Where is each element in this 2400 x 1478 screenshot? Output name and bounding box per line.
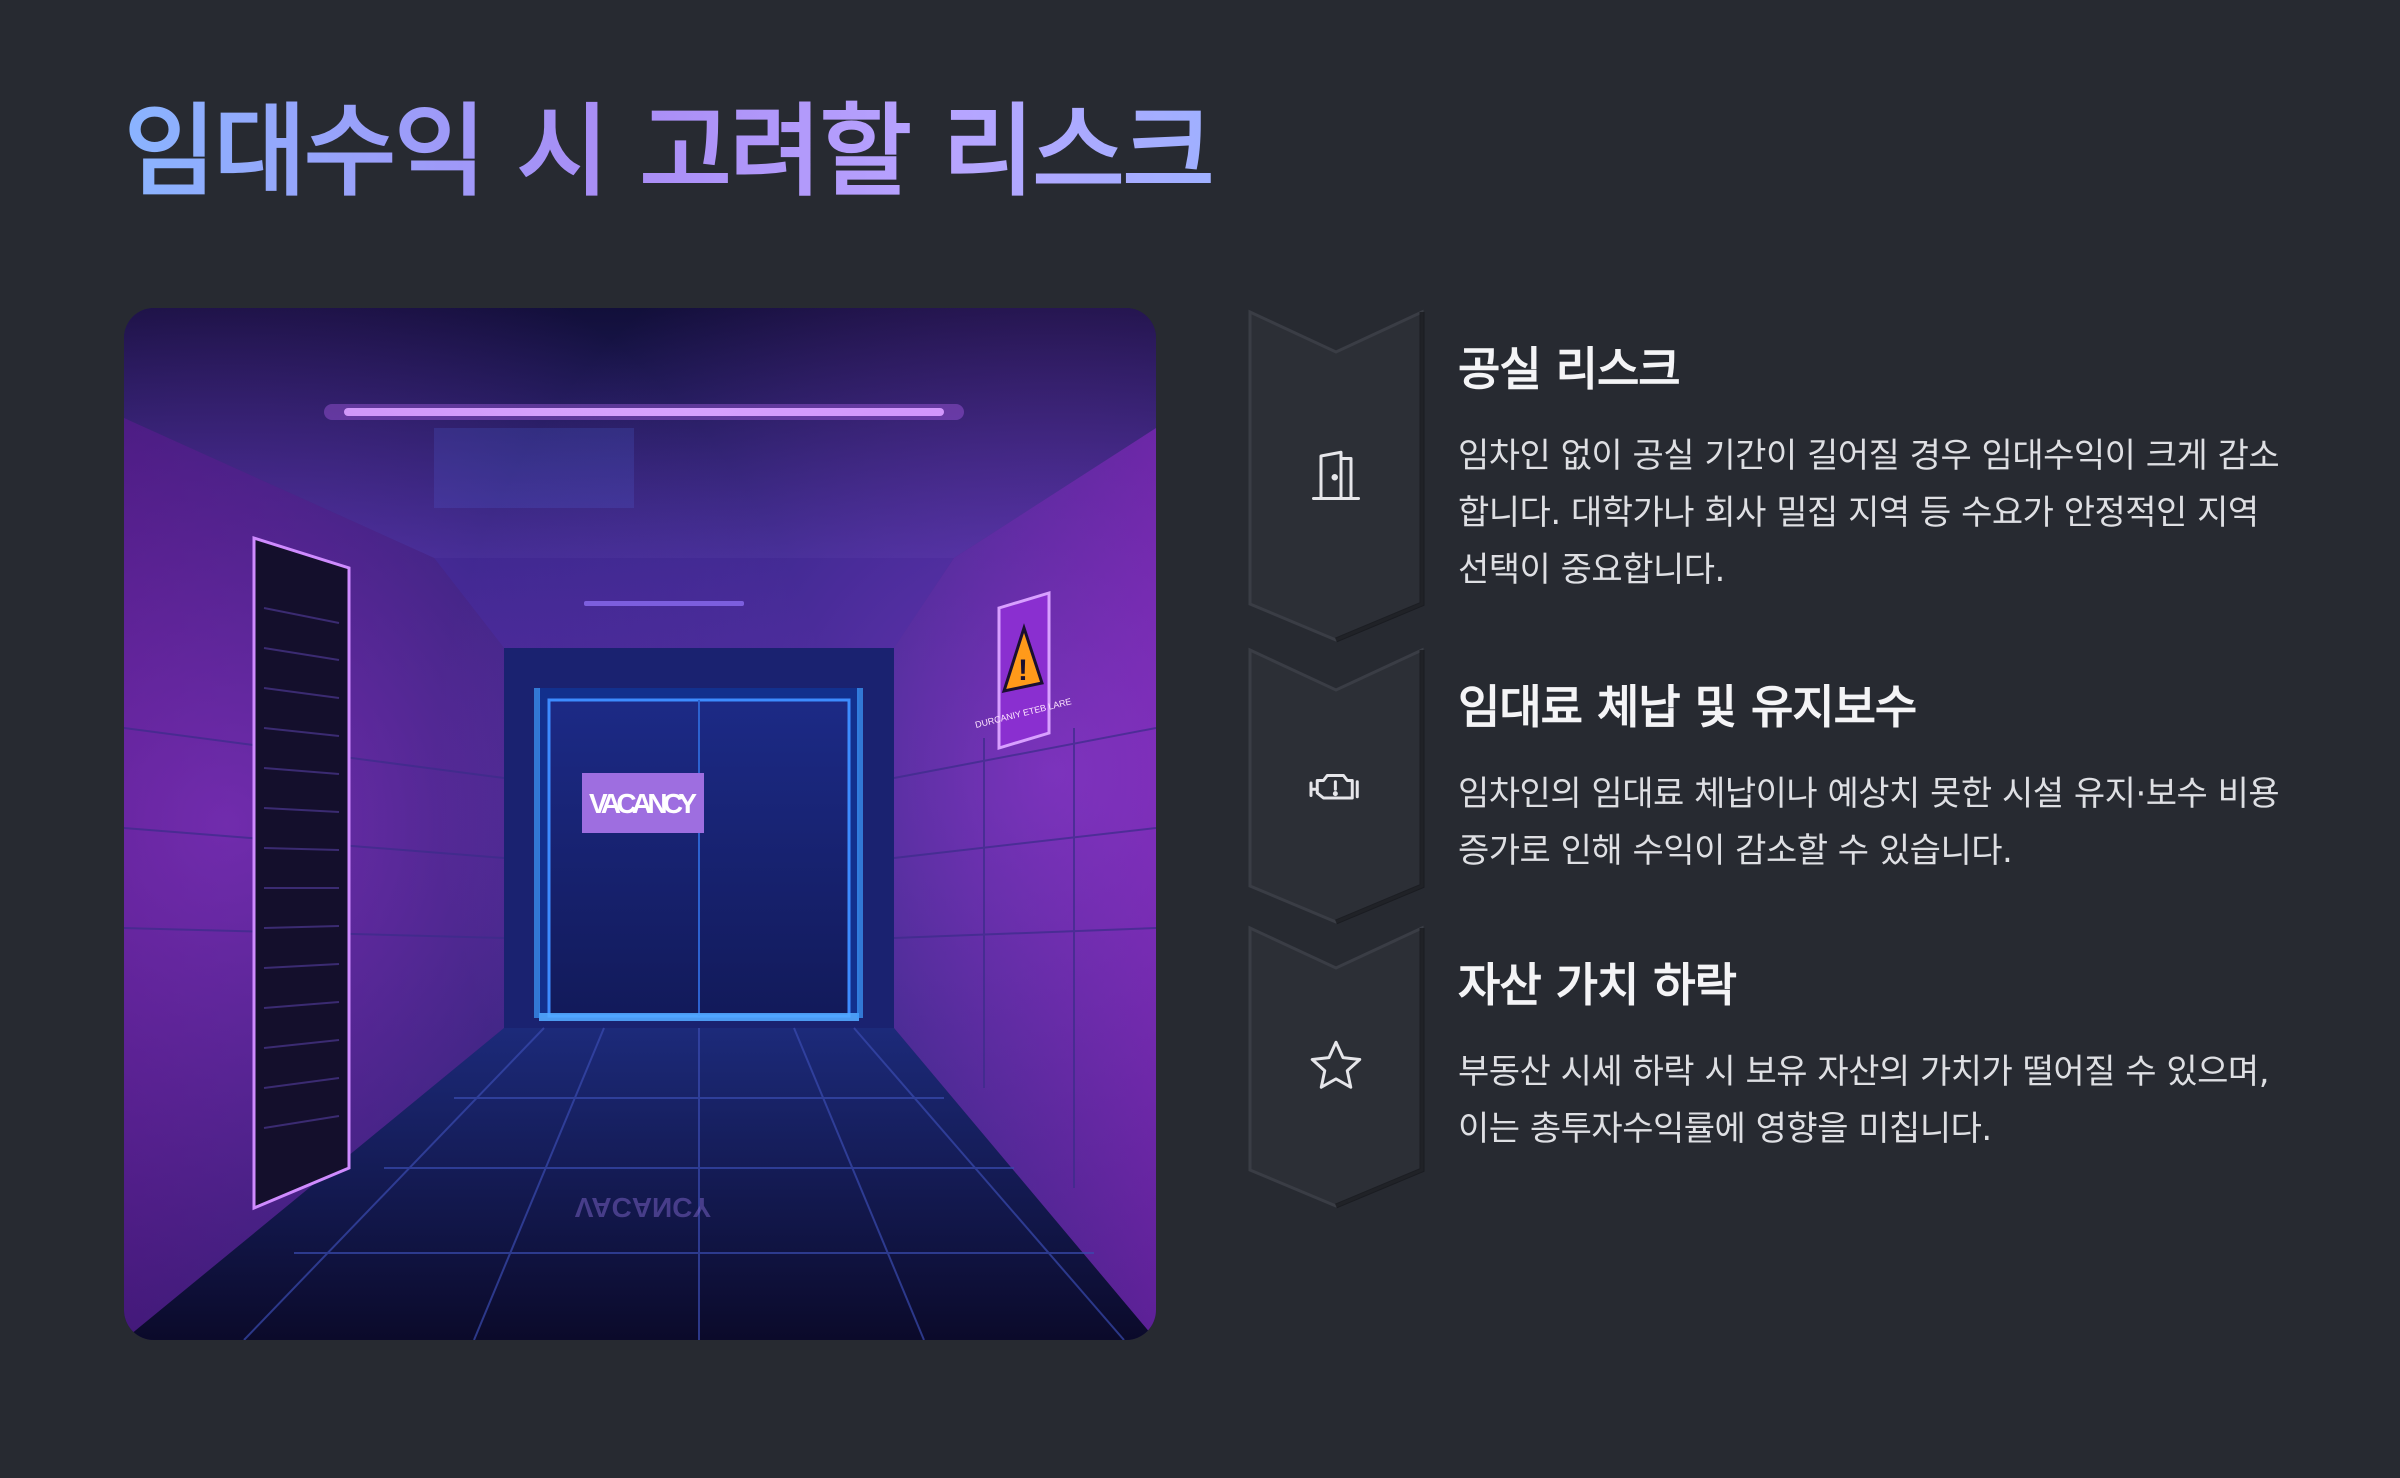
vacancy-sign-text: VACANCY [589, 788, 697, 819]
risk-title: 공실 리스크 [1458, 342, 1681, 396]
risk-title: 자산 가치 하락 [1458, 958, 1737, 1012]
risk-description: 임차인 없이 공실 기간이 길어질 경우 임대수익이 크게 감소합니다. 대학가… [1458, 435, 2280, 590]
risk-title: 임대료 체납 및 유지보수 [1458, 680, 1917, 734]
door-icon [1304, 444, 1368, 508]
vacancy-reflection-text: VACANCY [575, 1192, 712, 1223]
chevron-marker [1244, 920, 1428, 1210]
risk-list: 공실 리스크 임차인 없이 공실 기간이 길어질 경우 임대수익이 크게 감소합… [1244, 304, 2304, 1209]
engine-warning-icon [1304, 756, 1368, 820]
risk-item-asset-value-decline: 자산 가치 하락 부동산 시세 하락 시 보유 자산의 가치가 떨어질 수 있으… [1244, 920, 2304, 1210]
svg-text:!: ! [1018, 654, 1028, 687]
risk-item-vacancy: 공실 리스크 임차인 없이 공실 기간이 길어질 경우 임대수익이 크게 감소합… [1244, 304, 2304, 644]
hero-image: VACANCY VACANCY [124, 308, 1156, 1340]
page-title: 임대수익 시 고려할 리스크 [124, 93, 1214, 210]
risk-item-arrears-maintenance: 임대료 체납 및 유지보수 임차인의 임대료 체납이나 예상치 못한 시설 유지… [1244, 642, 2304, 926]
star-icon [1304, 1034, 1368, 1098]
risk-description: 부동산 시세 하락 시 보유 자산의 가치가 떨어질 수 있으며, 이는 총투자… [1458, 1051, 2270, 1149]
risk-description: 임차인의 임대료 체납이나 예상치 못한 시설 유지·보수 비용 증가로 인해 … [1458, 773, 2280, 871]
